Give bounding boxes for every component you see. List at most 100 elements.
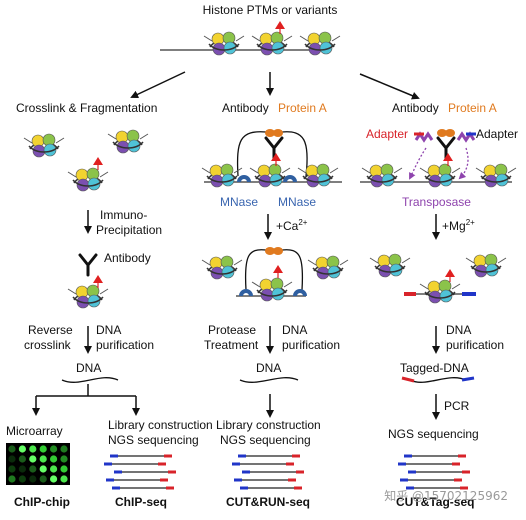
nucleosome-icon xyxy=(201,163,243,188)
microarray-spot xyxy=(60,455,68,463)
microarray-spot xyxy=(8,465,16,473)
antibody-icon xyxy=(264,136,284,160)
col3-dna-label-2: purification xyxy=(446,338,504,352)
sequencing-reads xyxy=(398,454,470,490)
adapter-right-label: Adapter xyxy=(476,127,518,141)
arrow-to-cuttag xyxy=(359,73,420,100)
microarray-spot xyxy=(60,445,68,453)
col2-dna-label-1: DNA xyxy=(282,323,307,337)
nucleosome-icon xyxy=(23,133,65,158)
nucleosome-icon xyxy=(369,253,411,278)
col1-lib-label-2: NGS sequencing xyxy=(108,433,199,447)
nucleosome-icon xyxy=(201,255,243,280)
protein-a-icon xyxy=(265,129,283,137)
microarray-spot xyxy=(29,455,37,463)
nucleosome-icon xyxy=(419,163,461,188)
protein-a-icon xyxy=(437,129,455,137)
mg-ion-label: +Mg2+ xyxy=(442,218,475,233)
immuno-label-2: Precipitation xyxy=(96,223,162,237)
microarray-spot xyxy=(60,475,68,483)
nucleosome-icon xyxy=(67,284,109,309)
nucleosome-icon xyxy=(203,31,245,56)
nucleosome-icon xyxy=(419,279,461,304)
protease-label-1: Protease xyxy=(208,323,256,337)
nucleosome-icon xyxy=(297,163,339,188)
microarray-spot xyxy=(39,465,47,473)
microarray-label: Microarray xyxy=(6,424,63,438)
col1-lib-label-1: Library construction xyxy=(108,418,213,432)
microarray-spot xyxy=(18,445,26,453)
antibody-icon xyxy=(78,253,98,277)
microarray-spot xyxy=(39,475,47,483)
col1-dna-node: DNA xyxy=(76,361,101,375)
reverse-label-2: crosslink xyxy=(24,338,72,352)
col1-dna-label-2: purification xyxy=(96,338,154,352)
reverse-label-1: Reverse xyxy=(28,323,73,337)
col3-ngs-label: NGS sequencing xyxy=(388,427,479,441)
col2-dna-label-2: purification xyxy=(282,338,340,352)
nucleosome-icon xyxy=(465,253,507,278)
adapter-left-label: Adapter xyxy=(366,127,408,141)
col3-antibody-label: Antibody xyxy=(392,101,439,115)
sequencing-reads xyxy=(232,454,304,490)
microarray-spot xyxy=(60,465,68,473)
microarray-spot xyxy=(8,445,16,453)
col3-dna-label-1: DNA xyxy=(446,323,471,337)
col3-protein-a-label: Protein A xyxy=(448,101,497,115)
nucleosome-icon xyxy=(67,167,109,192)
microarray-spot xyxy=(39,455,47,463)
method-cut-tag: CUT&Tag-seq xyxy=(396,495,474,509)
nucleosome-icon xyxy=(299,31,341,56)
protein-a-icon xyxy=(265,247,283,255)
antibody-icon xyxy=(436,136,456,160)
microarray-spot xyxy=(18,455,26,463)
microarray-spot xyxy=(29,445,37,453)
col2-lib-label-1: Library construction xyxy=(216,418,321,432)
microarray-spot xyxy=(18,475,26,483)
top-title: Histone PTMs or variants xyxy=(203,3,338,17)
col2-protein-a-label: Protein A xyxy=(278,101,327,115)
watermark: 知乎 @15702125962 xyxy=(384,489,508,503)
nucleosome-icon xyxy=(251,31,293,56)
microarray-spot xyxy=(18,465,26,473)
pcr-label: PCR xyxy=(444,399,470,413)
col1-dna-label-1: DNA xyxy=(96,323,121,337)
mnase-icon xyxy=(237,175,251,182)
mnase-right-label: MNase xyxy=(278,195,316,209)
microarray-spot xyxy=(50,475,58,483)
nucleosome-icon xyxy=(307,255,349,280)
histone-mark-icon xyxy=(272,264,284,279)
microarray-spot xyxy=(50,455,58,463)
col1-antibody-label: Antibody xyxy=(104,251,151,265)
protease-label-2: Treatment xyxy=(204,338,259,352)
col2-dna-node: DNA xyxy=(256,361,281,375)
nucleosome-icon xyxy=(475,163,517,188)
immuno-label-1: Immuno- xyxy=(100,208,147,222)
mnase-left-label: MNase xyxy=(220,195,258,209)
dna-strand xyxy=(239,377,299,383)
microarray-spot xyxy=(50,465,58,473)
method-chip-seq: ChIP-seq xyxy=(115,495,167,509)
nucleosome-icon xyxy=(251,277,293,302)
microarray-spot xyxy=(8,455,16,463)
tagged-dna-label: Tagged-DNA xyxy=(400,361,469,375)
transposase-label: Transposase xyxy=(402,195,471,209)
nucleosome-icon xyxy=(361,163,403,188)
microarray-spot xyxy=(8,475,16,483)
microarray-spot xyxy=(39,445,47,453)
nucleosome-icon xyxy=(107,129,149,154)
col2-antibody-label: Antibody xyxy=(222,101,269,115)
col2-lib-label-2: NGS sequencing xyxy=(220,433,311,447)
microarray-spot xyxy=(29,475,37,483)
mnase-icon xyxy=(293,289,307,296)
nucleosome-icon xyxy=(249,163,291,188)
mnase-icon xyxy=(283,175,297,182)
sequencing-reads xyxy=(104,454,176,490)
dna-strand xyxy=(61,377,119,383)
microarray-spot xyxy=(29,465,37,473)
mnase-icon xyxy=(239,289,253,296)
col1-header: Crosslink & Fragmentation xyxy=(16,101,157,115)
method-cut-run: CUT&RUN-seq xyxy=(226,495,310,509)
ca-ion-label: +Ca2+ xyxy=(276,218,308,233)
